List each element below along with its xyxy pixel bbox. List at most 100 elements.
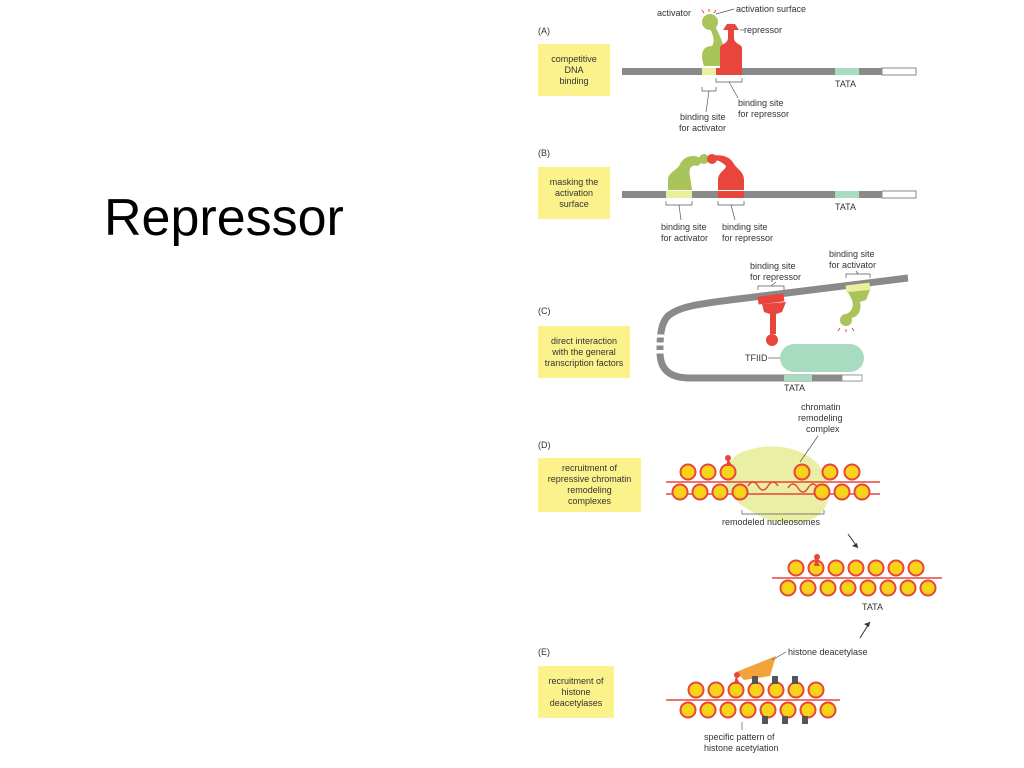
nucleosome bbox=[899, 579, 917, 597]
nucleosome bbox=[679, 701, 697, 719]
panel-d-letter: (D) bbox=[538, 440, 551, 450]
nucleosome bbox=[739, 701, 757, 719]
panel-a-label-box: competitive DNA binding bbox=[538, 44, 610, 96]
nucleosome bbox=[843, 463, 861, 481]
activator-binding-site bbox=[702, 68, 716, 75]
panel-b-label-box: masking the activation surface bbox=[538, 167, 610, 219]
tata-box bbox=[784, 375, 812, 381]
compact-nucleosomes bbox=[779, 559, 937, 597]
nucleosome bbox=[731, 483, 749, 501]
nucleosome bbox=[847, 559, 865, 577]
dna-end bbox=[881, 190, 917, 199]
activator-head bbox=[699, 154, 709, 164]
dna-loop-lower bbox=[656, 351, 862, 382]
nucleosome bbox=[799, 579, 817, 597]
repressor-label: repressor bbox=[744, 25, 782, 35]
nucleosome bbox=[747, 681, 765, 699]
nucleosome bbox=[767, 681, 785, 699]
tfiid-label: TFIID bbox=[745, 353, 768, 363]
activator-protein bbox=[668, 156, 704, 190]
nucleosome bbox=[819, 701, 837, 719]
nucleosome bbox=[727, 681, 745, 699]
activator-label: activator bbox=[657, 8, 691, 18]
nucleosome bbox=[707, 681, 725, 699]
panel-d-label-box: recruitment of repressive chromatin remo… bbox=[538, 458, 641, 512]
repressor-head bbox=[766, 334, 778, 346]
nucleosome bbox=[813, 483, 831, 501]
nucleosome bbox=[779, 579, 797, 597]
panel-b-letter: (B) bbox=[538, 148, 550, 158]
nucleosome bbox=[821, 463, 839, 481]
tata-box bbox=[835, 68, 859, 75]
activation-surface-marks bbox=[701, 9, 717, 14]
repressor-binding-site bbox=[716, 68, 742, 75]
panel-e-label-box: recruitment of histone deacetylases bbox=[538, 666, 614, 718]
nucleosome bbox=[779, 701, 797, 719]
tata-label-a: TATA bbox=[835, 79, 856, 89]
panel-c-label-box: direct interaction with the general tran… bbox=[538, 326, 630, 378]
repressor-protein bbox=[762, 302, 786, 334]
activator-protein bbox=[702, 28, 724, 66]
tata-box bbox=[835, 191, 859, 198]
nucleosome bbox=[687, 681, 705, 699]
repressor-binding-site bbox=[757, 293, 785, 305]
panel-a-letter: (A) bbox=[538, 26, 550, 36]
nucleosome bbox=[719, 701, 737, 719]
nucleosome bbox=[679, 463, 697, 481]
repressor-cap bbox=[723, 24, 739, 30]
nucleosome bbox=[859, 579, 877, 597]
dna-strand bbox=[622, 68, 882, 75]
panel-c-letter: (C) bbox=[538, 306, 551, 316]
nucleosome bbox=[711, 483, 729, 501]
activation-surface-marks bbox=[837, 327, 855, 332]
nucleosome bbox=[787, 681, 805, 699]
activator-head bbox=[840, 314, 852, 326]
activator-binding-site bbox=[666, 191, 692, 198]
repressor-marker bbox=[814, 558, 820, 566]
remodeled-nucleosomes-label: remodeled nucleosomes bbox=[722, 517, 821, 527]
activation-surface-label: activation surface bbox=[736, 4, 806, 14]
repressor-head bbox=[707, 154, 717, 164]
nucleosome bbox=[887, 559, 905, 577]
tata-label-b: TATA bbox=[835, 202, 856, 212]
activator-protein bbox=[846, 290, 870, 318]
repressor-binding-site bbox=[718, 191, 744, 198]
panel-e-letter: (E) bbox=[538, 647, 550, 657]
nucleosome bbox=[827, 559, 845, 577]
tata-label-d: TATA bbox=[862, 602, 883, 612]
repressor-marker bbox=[734, 676, 740, 684]
repressor-protein bbox=[712, 155, 744, 190]
nucleosome bbox=[853, 483, 871, 501]
dna-loop-gaps bbox=[656, 334, 664, 354]
nucleosomes-d bbox=[671, 463, 871, 501]
repressor-protein bbox=[720, 30, 742, 68]
nucleosome bbox=[879, 579, 897, 597]
nucleosome bbox=[699, 701, 717, 719]
nucleosome bbox=[699, 463, 717, 481]
nucleosome bbox=[719, 463, 737, 481]
dna-end bbox=[881, 67, 917, 76]
panel-a-diagram: activator activation surface repressor b… bbox=[622, 4, 917, 133]
dna-strand bbox=[622, 191, 882, 198]
nucleosome bbox=[787, 559, 805, 577]
nucleosome bbox=[807, 681, 825, 699]
nucleosome bbox=[671, 483, 689, 501]
nucleosome bbox=[833, 483, 851, 501]
activator-head bbox=[702, 14, 718, 30]
acetylation-marks bbox=[752, 676, 808, 724]
nucleosome bbox=[907, 559, 925, 577]
nucleosome bbox=[867, 559, 885, 577]
nucleosome bbox=[691, 483, 709, 501]
